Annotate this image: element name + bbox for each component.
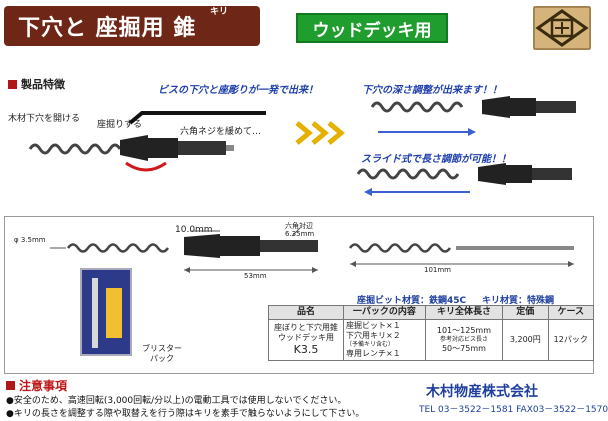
blister-pack-image xyxy=(80,268,132,356)
caption-top: ビスの下穴と座彫りが一発で出来！ xyxy=(158,85,318,96)
td-name: 座ぼりと下穴用錐 ウッドデッキ用 K3.5 xyxy=(268,319,344,361)
dim-phi: φ 3.5mm xyxy=(14,236,46,244)
material-drill: キリ材質：特殊鋼 xyxy=(482,296,555,306)
th-case: ケース xyxy=(547,304,595,321)
dim-10mm: 10.0mm xyxy=(175,225,213,235)
drill-adjust-illustration xyxy=(356,96,576,196)
caution-line-1: ●安全のため、高速回転(3,000回転/分以上)の電動工具では使用しないでくださ… xyxy=(6,396,347,406)
caution-line-2: ●キリの長さを調整する際や取替えを行う際はキリを素手で触らないようにして下さい。 xyxy=(6,409,365,419)
features-heading-text: 製品特徴 xyxy=(21,78,65,91)
spec-table-header-row: 品名 一パックの内容 キリ全体長さ 定価 ケース xyxy=(268,304,595,321)
title-ruby: キリ xyxy=(210,7,229,17)
screw-length-range: 50～75mm xyxy=(441,343,486,353)
content-line-1: 座掘ビット×１ xyxy=(346,321,401,331)
company-name: 木村物産株式会社 xyxy=(426,384,538,400)
logo-icon xyxy=(533,6,591,50)
td-contents: 座掘ビット×１ 下穴用キリ×２ （予備キリ含む） 専用レンチ×１ xyxy=(343,319,426,361)
td-case: 12パック xyxy=(547,319,595,361)
dim-hex-title: 六角対辺 xyxy=(285,222,313,230)
content-line-2: 下穴用キリ×２ xyxy=(346,331,401,341)
bullet-square-icon xyxy=(8,79,17,89)
product-label-text: ウッドデッキ用 xyxy=(312,20,432,41)
caution-heading: 注意事項 xyxy=(6,377,67,394)
dim-53mm: 53mm xyxy=(244,272,267,280)
product-name-line-2: ウッドデッキ用 xyxy=(278,333,334,343)
bullet-square-icon xyxy=(6,381,15,390)
page-title: 下穴と 座掘用 錐 xyxy=(18,16,197,41)
company-logo xyxy=(533,6,591,50)
label-hex-screw: 六角ネジを緩めて… xyxy=(180,127,262,137)
label-pilot-hole: 木材下穴を開ける xyxy=(8,114,81,124)
label-counterbore: 座掘りする xyxy=(97,120,143,130)
length-range: 101～125mm xyxy=(436,326,491,336)
blister-label: ブリスター パック xyxy=(142,344,182,364)
content-line-2-note: （予備キリ含む） xyxy=(346,341,395,349)
td-length: 101～125mm 参考対応ビス長さ 50～75mm xyxy=(424,319,504,361)
material-counterbore: 座掘ビット材質：鉄鋼45C xyxy=(357,296,467,306)
dim-hex-value: 6.35mm xyxy=(285,230,315,238)
product-label: ウッドデッキ用 xyxy=(296,13,448,43)
th-price: 定価 xyxy=(502,304,549,321)
caution-heading-text: 注意事項 xyxy=(19,379,68,393)
th-contents: 一パックの内容 xyxy=(343,304,426,321)
length-note: 参考対応ビス長さ xyxy=(439,336,488,344)
features-heading: 製品特徴 xyxy=(8,76,65,92)
title-banner: 下穴と 座掘用 錐 xyxy=(4,6,260,46)
spec-panel xyxy=(4,216,594,374)
caption-depth: 下穴の深さ調整が出来ます！！ xyxy=(362,85,502,96)
drill-dimension-drawing xyxy=(50,227,574,273)
company-contact: TEL 03－3522－1581 FAX03－3522－1570 xyxy=(419,405,608,415)
product-name-line-1: 座ぼりと下穴用錐 xyxy=(274,323,338,333)
drill-feature-illustration xyxy=(28,111,266,172)
th-length: キリ全体長さ xyxy=(424,304,504,321)
dim-101mm: 101mm xyxy=(424,266,451,274)
caption-slide: スライド式で長さ調節が可能！！ xyxy=(361,154,511,165)
spec-table: 品名 一パックの内容 キリ全体長さ 定価 ケース 座ぼりと下穴用錐 ウッドデッキ… xyxy=(268,304,595,361)
td-price: 3,200円 xyxy=(502,319,549,361)
th-name: 品名 xyxy=(268,304,344,321)
chevron-arrows-icon xyxy=(295,121,345,145)
content-line-3: 専用レンチ×１ xyxy=(346,348,401,358)
table-row: 座ぼりと下穴用錐 ウッドデッキ用 K3.5 座掘ビット×１ 下穴用キリ×２ （予… xyxy=(268,319,595,361)
product-code: K3.5 xyxy=(293,343,319,357)
